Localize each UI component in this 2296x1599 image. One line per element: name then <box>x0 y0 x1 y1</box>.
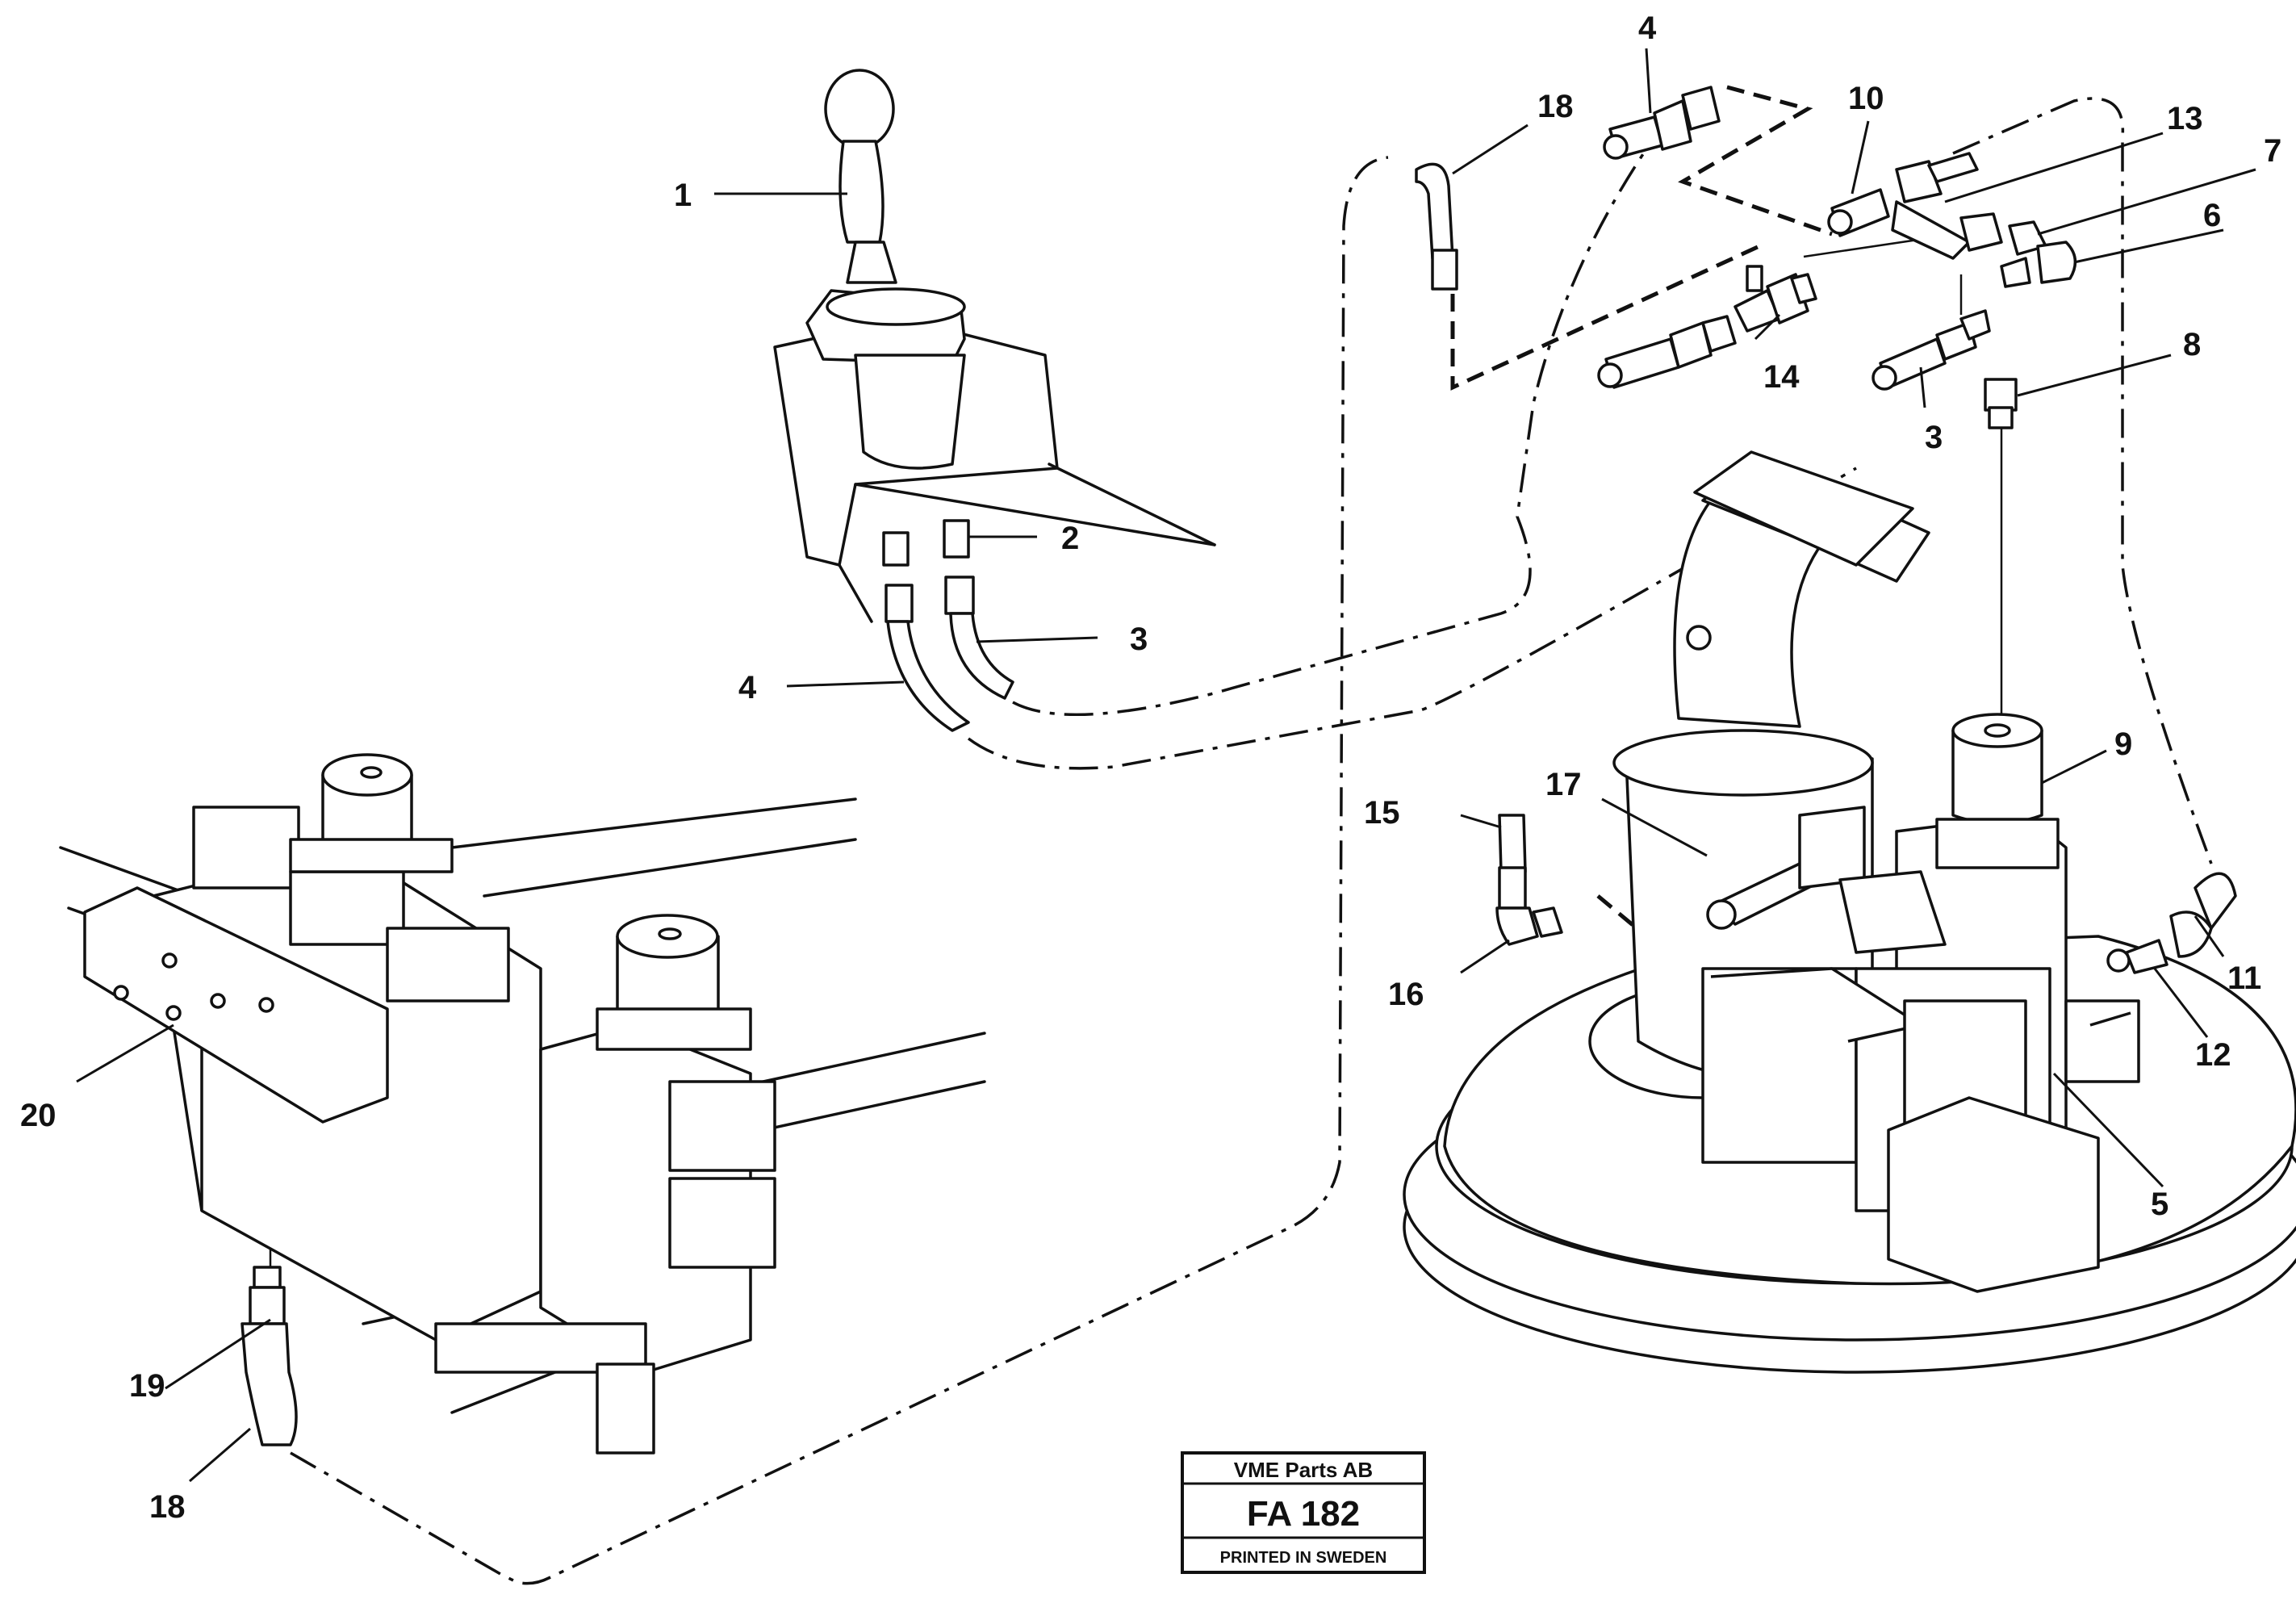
callout-7: 7 <box>2264 133 2281 169</box>
callout-1: 1 <box>674 178 692 213</box>
joystick-shaft <box>839 140 885 244</box>
callout-14: 14 <box>1763 359 1800 395</box>
callout-6: 6 <box>2203 198 2221 233</box>
joystick-boot <box>846 241 897 284</box>
joystick-knob <box>824 69 895 149</box>
hose-15 <box>1498 814 1527 873</box>
callout-10: 10 <box>1848 81 1884 116</box>
elbow-16 <box>1495 906 1539 946</box>
callout-18-top: 18 <box>1537 89 1574 124</box>
hose-4-joystick <box>886 620 970 732</box>
callout-18-bottom: 18 <box>149 1489 186 1525</box>
callout-16: 16 <box>1388 977 1424 1012</box>
callout-4-joystick: 4 <box>738 670 757 705</box>
callout-4-top: 4 <box>1638 10 1657 46</box>
joystick-assembly <box>773 69 1216 623</box>
joystick-hoses <box>886 612 1014 732</box>
callout-5: 5 <box>2151 1187 2168 1222</box>
callout-labels: 1 2 3 3 4 4 5 6 7 8 9 10 11 12 13 14 15 … <box>20 10 2281 1525</box>
callout-leaders <box>76 48 2256 1483</box>
callout-12: 12 <box>2195 1037 2231 1073</box>
callout-3-fitting: 3 <box>1925 420 1943 455</box>
figure-code: FA 182 <box>1247 1494 1360 1534</box>
control-valve-assembly <box>59 753 986 1455</box>
callout-17: 17 <box>1545 767 1582 802</box>
callout-3-joystick: 3 <box>1130 622 1148 657</box>
swing-motor-assembly <box>1403 450 2296 1374</box>
hose-18-upper <box>1415 162 1454 260</box>
callout-8: 8 <box>2183 327 2201 362</box>
callout-19: 19 <box>129 1368 165 1404</box>
print-note: PRINTED IN SWEDEN <box>1220 1549 1387 1567</box>
company-name: VME Parts AB <box>1234 1458 1373 1482</box>
callout-2: 2 <box>1061 521 1079 556</box>
manifold-20 <box>83 886 389 1124</box>
hose-11 <box>2194 872 2237 930</box>
pilot-valve-body <box>854 354 966 470</box>
callout-15: 15 <box>1364 795 1400 831</box>
callout-13: 13 <box>2167 101 2203 136</box>
title-block: VME Parts AB FA 182 PRINTED IN SWEDEN <box>1181 1451 1426 1574</box>
hose-18-lower <box>240 1322 298 1446</box>
callout-20: 20 <box>20 1098 56 1133</box>
hose-3-joystick <box>949 612 1014 700</box>
callout-11: 11 <box>2227 961 2261 996</box>
top-fittings <box>1415 86 2077 429</box>
callout-9: 9 <box>2114 726 2132 762</box>
